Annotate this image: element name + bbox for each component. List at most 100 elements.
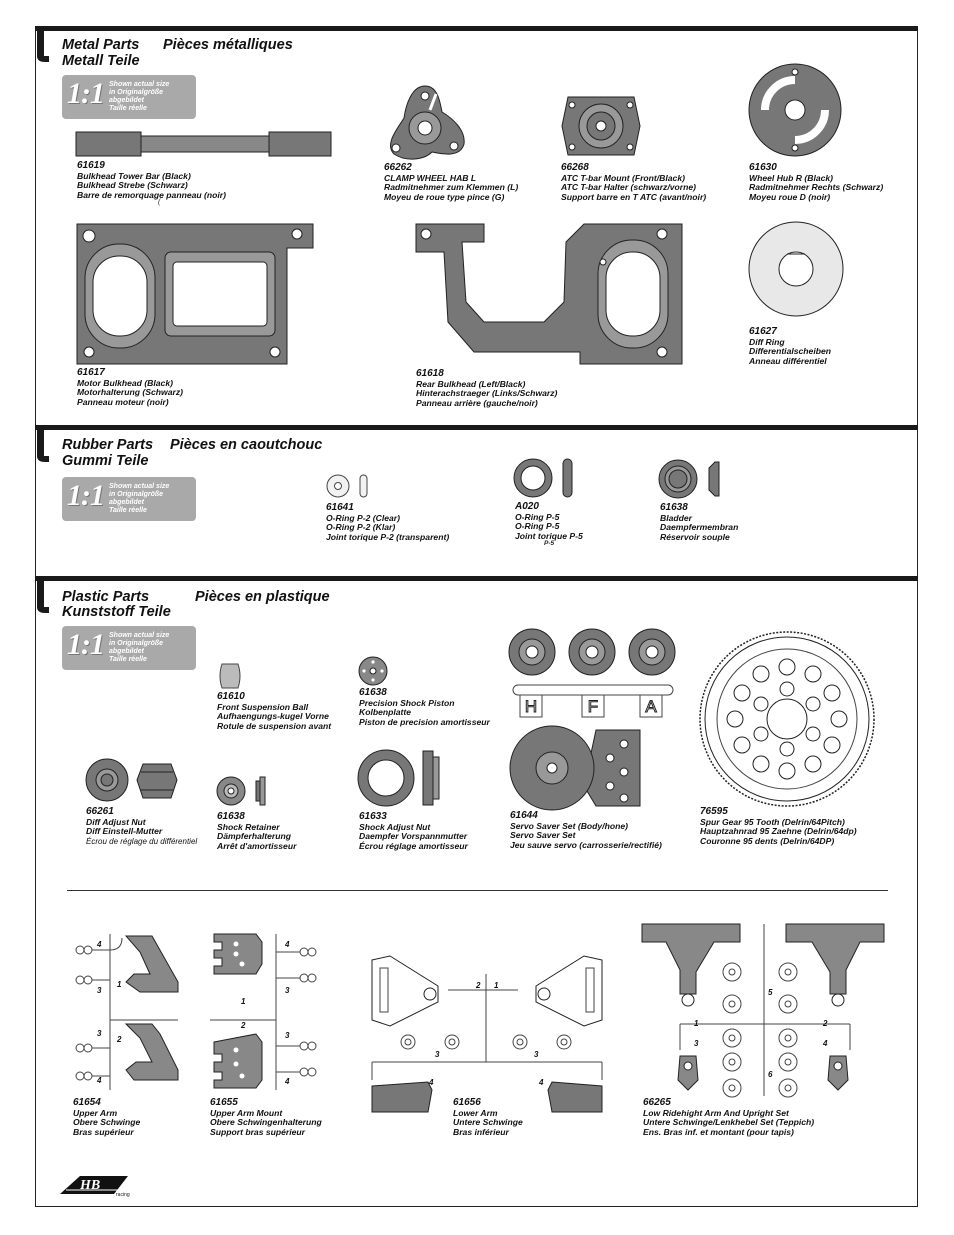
svg-text:racing: racing <box>116 1192 130 1198</box>
actual-size-badge-plastic: 1:1 Shown actual size in Originalgröße a… <box>62 626 196 670</box>
part-61627-drawing <box>748 221 844 317</box>
sprue-num-66265-1: 1 <box>694 1019 699 1028</box>
section-separator <box>67 890 888 891</box>
part-61627-label: 61627 Diff Ring Differentialscheiben Ann… <box>749 326 831 366</box>
plastic-title-en: Plastic Parts <box>62 589 150 605</box>
sprue-num-61656-4a: 4 <box>429 1078 434 1087</box>
part-61618-label: 61618 Rear Bulkhead (Left/Black) Hintera… <box>416 368 558 408</box>
section-tab-plastic <box>37 579 49 613</box>
sprue-num-66265-2: 2 <box>823 1019 828 1028</box>
part-61610-drawing <box>219 663 241 689</box>
servo-letter-a: A <box>645 697 657 717</box>
part-61644-body-drawing <box>509 725 641 811</box>
section-band-metal <box>35 26 918 31</box>
sprue-num-66265-3: 3 <box>694 1039 699 1048</box>
part-61610-label: 61610 Front Suspension Ball Aufhaengungs… <box>217 691 332 731</box>
rubber-title-de: Gummi Teile <box>62 453 149 469</box>
part-61655-drawing <box>210 933 317 1090</box>
sprue-num-61654-3a: 3 <box>97 986 102 995</box>
sprue-num-61656-3a: 3 <box>435 1050 440 1059</box>
sprue-num-61655-3b: 3 <box>285 1031 290 1040</box>
svg-text:HB: HB <box>79 1178 100 1193</box>
actual-size-badge-metal: 1:1 Shown actual size in Originalgröße a… <box>62 75 196 119</box>
metal-title-de: Metall Teile <box>62 53 140 69</box>
sprue-num-61656-2: 2 <box>476 981 481 990</box>
part-61618-drawing <box>415 223 683 365</box>
badge-line-3: Taille réelle <box>109 105 147 112</box>
part-A020-drawing <box>513 458 573 498</box>
part-61638-retainer-drawing <box>216 776 266 806</box>
sprue-num-61656-1: 1 <box>494 981 499 990</box>
servo-letter-f: F <box>587 697 599 717</box>
sprue-num-61655-2: 2 <box>241 1021 246 1030</box>
metal-title-fr: Pièces métalliques <box>163 37 293 53</box>
part-66262-drawing <box>390 85 465 160</box>
sprue-num-61654-1: 1 <box>117 980 122 989</box>
section-tab-metal <box>37 28 49 62</box>
actual-size-badge-rubber: 1:1 Shown actual size in Originalgröße a… <box>62 477 196 521</box>
part-61630-label: 61630 Wheel Hub R (Black) Radmitnehmer R… <box>749 162 884 202</box>
badge-scale: 1:1 <box>67 77 105 110</box>
part-66261-drawing <box>85 758 178 802</box>
sprue-num-66265-5: 5 <box>768 988 773 997</box>
part-61654-drawing <box>75 934 179 1090</box>
part-61654-label: 61654 Upper Arm Obere Schwinge Bras supé… <box>73 1097 141 1137</box>
rubber-title-fr: Pièces en caoutchouc <box>170 437 323 453</box>
sprue-num-61654-2: 2 <box>117 1035 122 1044</box>
servo-letter-h: H <box>524 697 538 717</box>
part-61630-drawing <box>748 63 842 157</box>
part-61656-drawing <box>371 955 603 1113</box>
part-61644-label: 61644 Servo Saver Set (Body/hone) Servo … <box>510 810 662 850</box>
part-66261-label: 66261 Diff Adjust Nut Diff Einstell-Mutt… <box>86 806 198 846</box>
bracket-mark: ( <box>158 199 161 206</box>
part-61644-sprue-drawing <box>512 684 674 718</box>
badge-line-1: Shown actual size <box>109 81 170 88</box>
sprue-num-61654-4b: 4 <box>97 1076 102 1085</box>
sprue-num-61655-3a: 3 <box>285 986 290 995</box>
part-61619-drawing <box>75 131 332 157</box>
part-61638-piston-label: 61638 Precision Shock Piston Kolbenplatt… <box>359 687 490 727</box>
part-66268-drawing <box>561 96 641 156</box>
sprue-num-61656-4b: 4 <box>539 1078 544 1087</box>
section-tab-rubber <box>37 428 49 462</box>
sprue-num-61654-3b: 3 <box>97 1029 102 1038</box>
part-61641-label: 61641 O-Ring P-2 (Clear) O-Ring P-2 (Kla… <box>326 502 450 542</box>
plastic-title-fr: Pièces en plastique <box>195 589 330 605</box>
rubber-title-en: Rubber Parts <box>62 437 154 453</box>
part-61638-retainer-label: 61638 Shock Retainer Dämpferhalterung Ar… <box>217 811 297 851</box>
part-A020-label: A020 O-Ring P-5 O-Ring P-5 Joint torique… <box>515 501 583 541</box>
part-61633-label: 61633 Shock Adjust Nut Daempfer Vorspann… <box>359 811 468 851</box>
part-66262-label: 66262 CLAMP WHEEL HAB L Radmitnehmer zum… <box>384 162 519 202</box>
metal-title-en: Metal Parts <box>62 37 140 53</box>
plastic-title-de: Kunststoff Teile <box>62 604 171 620</box>
part-61656-label: 61656 Lower Arm Untere Schwinge Bras inf… <box>453 1097 523 1137</box>
badge-line-2: in Originalgröße abgebildet <box>109 89 164 104</box>
sprue-num-61655-4a: 4 <box>285 940 290 949</box>
part-66265-drawing <box>641 923 885 1098</box>
part-66268-label: 66268 ATC T-bar Mount (Front/Black) ATC … <box>561 162 707 202</box>
part-61638-bladder-drawing <box>658 459 720 499</box>
hb-logo-mark: HB racing <box>60 1176 130 1198</box>
sprue-num-61655-1: 1 <box>241 997 246 1006</box>
sprue-num-61656-3b: 3 <box>534 1050 539 1059</box>
sprue-num-66265-6: 6 <box>768 1070 773 1079</box>
part-61644-wheels-drawing <box>508 628 676 676</box>
part-66265-label: 66265 Low Ridehight Arm And Upright Set … <box>643 1097 815 1137</box>
sprue-num-66265-4: 4 <box>823 1039 828 1048</box>
sprue-num-61655-4b: 4 <box>285 1077 290 1086</box>
sprue-num-61654-4a: 4 <box>97 940 102 949</box>
hb-racing-logo: HB racing <box>58 1172 134 1203</box>
part-61619-label: 61619 Bulkhead Tower Bar (Black) Bulkhea… <box>77 160 226 200</box>
part-61638-piston-drawing <box>358 656 388 686</box>
section-band-plastic <box>35 576 918 581</box>
part-61641-drawing <box>326 474 368 498</box>
part-76595-drawing <box>699 631 875 807</box>
part-61617-drawing <box>76 223 314 365</box>
part-76595-label: 76595 Spur Gear 95 Tooth (Delrin/64Pitch… <box>700 806 857 846</box>
part-61617-label: 61617 Motor Bulkhead (Black) Motorhalter… <box>77 367 183 407</box>
part-61655-label: 61655 Upper Arm Mount Obere Schwingenhal… <box>210 1097 322 1137</box>
section-band-rubber <box>35 425 918 430</box>
part-61638-bladder-label: 61638 Bladder Daempfermembran Réservoir … <box>660 502 739 542</box>
part-61633-drawing <box>357 749 440 807</box>
part-A020-sub: P-5 <box>544 540 555 547</box>
